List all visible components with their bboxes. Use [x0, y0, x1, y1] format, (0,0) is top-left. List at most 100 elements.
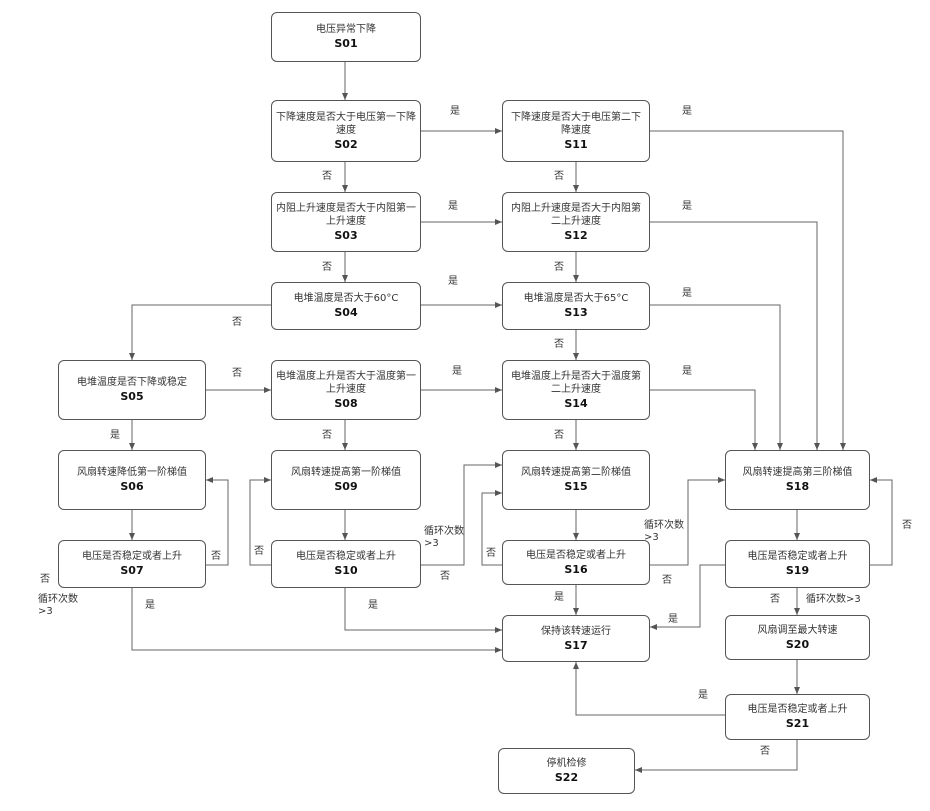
edge-s21-s22: [635, 740, 797, 770]
step-s21: 电压是否稳定或者上升 S21: [725, 694, 870, 740]
step-s13: 电堆温度是否大于65°C S13: [502, 282, 650, 330]
step-s20: 风扇调至最大转速 S20: [725, 615, 870, 660]
step-s05-text: 电堆温度是否下降或稳定: [77, 376, 187, 389]
label-s02-no: 否: [322, 171, 332, 183]
step-s15-id: S15: [564, 480, 587, 494]
label-s03-yes: 是: [448, 201, 458, 213]
step-s22-text: 停机检修: [547, 757, 587, 770]
label-s07-loop: 循环次数>3: [38, 594, 88, 618]
step-s14: 电堆温度上升是否大于温度第二上升速度 S14: [502, 360, 650, 420]
step-s06: 风扇转速降低第一阶梯值 S06: [58, 450, 206, 510]
label-s07-yes: 是: [145, 600, 155, 612]
step-s08: 电堆温度上升是否大于温度第一上升速度 S08: [271, 360, 421, 420]
step-s02: 下降速度是否大于电压第一下降速度 S02: [271, 100, 421, 162]
label-s07-no: 否: [211, 551, 221, 563]
label-s08-no: 否: [322, 430, 332, 442]
step-s18: 风扇转速提高第三阶梯值 S18: [725, 450, 870, 510]
edge-s21-s17: [576, 662, 725, 715]
label-s10-yes: 是: [368, 600, 378, 612]
step-s16-text: 电压是否稳定或者上升: [526, 549, 626, 562]
step-s01: 电压异常下降 S01: [271, 12, 421, 62]
label-s16-loop: 循环次数>3: [644, 520, 684, 544]
label-s16-yes: 是: [554, 592, 564, 604]
step-s07-id: S07: [120, 564, 143, 578]
label-s03-no: 否: [322, 262, 332, 274]
step-s20-text: 风扇调至最大转速: [758, 624, 838, 637]
step-s15-text: 风扇转速提高第二阶梯值: [521, 466, 631, 479]
step-s10: 电压是否稳定或者上升 S10: [271, 540, 421, 588]
step-s05: 电堆温度是否下降或稳定 S05: [58, 360, 206, 420]
edge-s14-s18: [650, 390, 755, 450]
step-s04-text: 电堆温度是否大于60°C: [294, 292, 399, 305]
step-s17: 保持该转速运行 S17: [502, 615, 650, 662]
edge-s11-s18: [650, 131, 843, 450]
label-s13-yes: 是: [682, 288, 692, 300]
label-s10-loop: 循环次数>3: [424, 526, 464, 550]
step-s22-id: S22: [555, 771, 578, 785]
step-s07: 电压是否稳定或者上升 S07: [58, 540, 206, 588]
step-s09: 风扇转速提高第一阶梯值 S09: [271, 450, 421, 510]
step-s03-id: S03: [334, 229, 357, 243]
edge-s12-s18: [650, 222, 817, 450]
label-s21-no: 否: [760, 746, 770, 758]
label-s08-yes: 是: [452, 366, 462, 378]
label-s11-no: 否: [554, 171, 564, 183]
step-s10-id: S10: [334, 564, 357, 578]
step-s18-text: 风扇转速提高第三阶梯值: [743, 466, 853, 479]
label-s04-no: 否: [232, 317, 242, 329]
step-s17-id: S17: [564, 639, 587, 653]
step-s19-text: 电压是否稳定或者上升: [748, 550, 848, 563]
step-s01-id: S01: [334, 37, 357, 51]
step-s01-text: 电压异常下降: [316, 23, 376, 36]
step-s13-id: S13: [564, 306, 587, 320]
step-s08-id: S08: [334, 397, 357, 411]
step-s03-text: 内阻上升速度是否大于内阻第一上升速度: [276, 202, 416, 228]
step-s09-id: S09: [334, 480, 357, 494]
step-s02-id: S02: [334, 138, 357, 152]
step-s02-text: 下降速度是否大于电压第一下降速度: [276, 111, 416, 137]
step-s10-text: 电压是否稳定或者上升: [296, 550, 396, 563]
step-s13-text: 电堆温度是否大于65°C: [524, 292, 629, 305]
step-s18-id: S18: [786, 480, 809, 494]
label-s19-no-down: 否: [770, 594, 780, 606]
label-s14-yes: 是: [682, 366, 692, 378]
step-s14-id: S14: [564, 397, 587, 411]
step-s12-id: S12: [564, 229, 587, 243]
label-s16-no: 否: [486, 548, 496, 560]
step-s21-id: S21: [786, 717, 809, 731]
step-s15: 风扇转速提高第二阶梯值 S15: [502, 450, 650, 510]
label-s04-yes: 是: [448, 276, 458, 288]
edge-s04-s05: [132, 305, 271, 360]
step-s21-text: 电压是否稳定或者上升: [748, 703, 848, 716]
step-s11-text: 下降速度是否大于电压第二下降速度: [507, 111, 645, 137]
step-s19-id: S19: [786, 564, 809, 578]
label-s10-no-bottom: 否: [440, 571, 450, 583]
label-s02-yes: 是: [450, 106, 460, 118]
edge-s07-s17: [132, 588, 502, 650]
step-s04-id: S04: [334, 306, 357, 320]
step-s14-text: 电堆温度上升是否大于温度第二上升速度: [507, 370, 645, 396]
step-s19: 电压是否稳定或者上升 S19: [725, 540, 870, 588]
step-s09-text: 风扇转速提高第一阶梯值: [291, 466, 401, 479]
label-s10-no: 否: [254, 546, 264, 558]
step-s04: 电堆温度是否大于60°C S04: [271, 282, 421, 330]
step-s16-id: S16: [564, 563, 587, 577]
step-s06-id: S06: [120, 480, 143, 494]
step-s11: 下降速度是否大于电压第二下降速度 S11: [502, 100, 650, 162]
edge-s19-s18: [870, 480, 892, 565]
step-s08-text: 电堆温度上升是否大于温度第一上升速度: [276, 370, 416, 396]
label-s19-no: 否: [902, 520, 912, 532]
edge-s13-s18: [650, 305, 780, 450]
label-s19-loop: 循环次数>3: [806, 594, 861, 606]
step-s20-id: S20: [786, 638, 809, 652]
step-s17-text: 保持该转速运行: [541, 625, 611, 638]
label-s07-no-left: 否: [40, 574, 50, 586]
label-s05-no: 否: [232, 368, 242, 380]
label-s13-no: 否: [554, 339, 564, 351]
step-s12: 内阻上升速度是否大于内阻第二上升速度 S12: [502, 192, 650, 252]
step-s07-text: 电压是否稳定或者上升: [82, 550, 182, 563]
label-s12-no: 否: [554, 262, 564, 274]
step-s06-text: 风扇转速降低第一阶梯值: [77, 466, 187, 479]
step-s22: 停机检修 S22: [498, 748, 635, 794]
